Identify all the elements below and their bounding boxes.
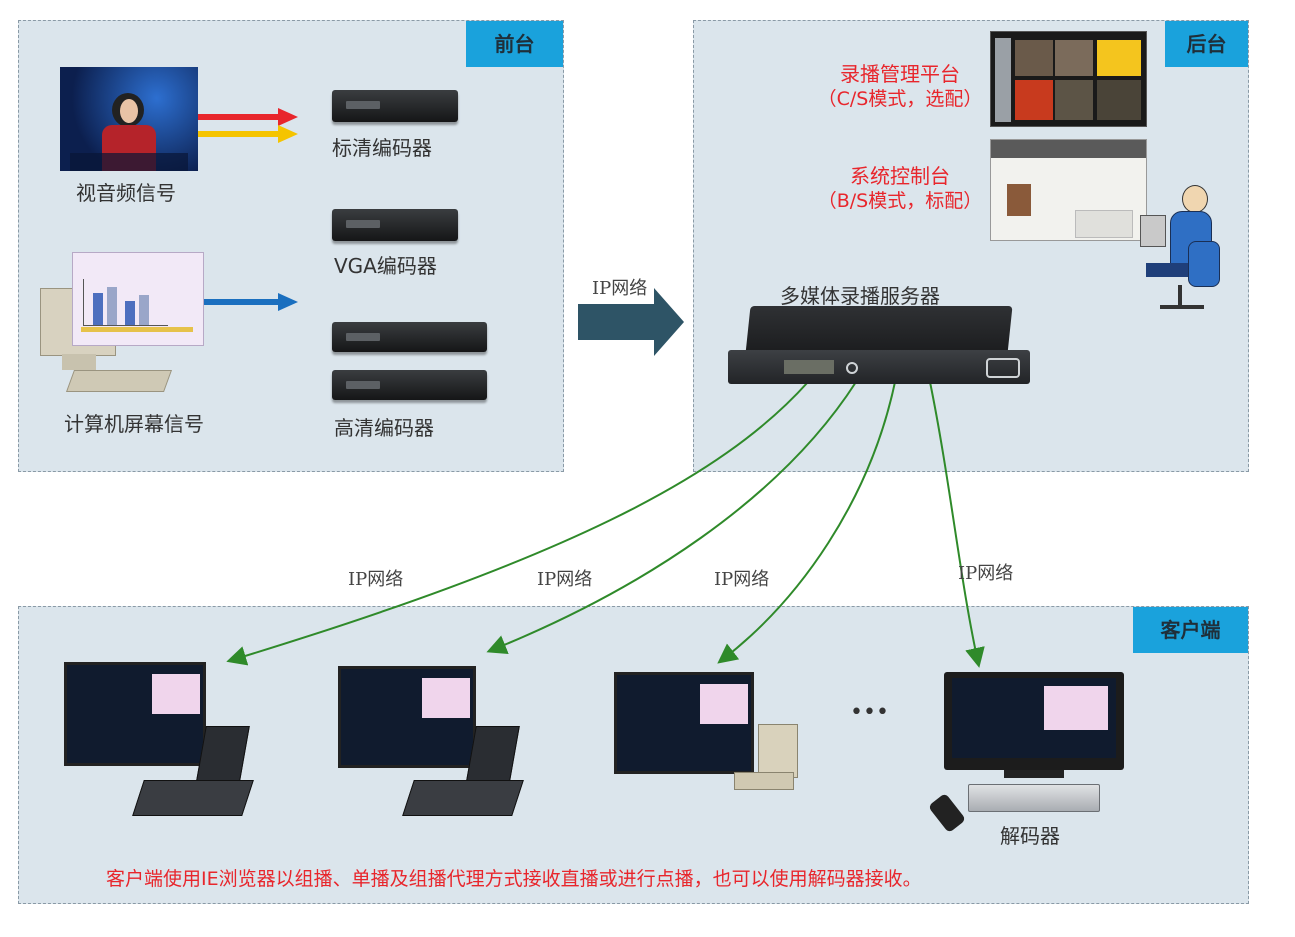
link-label-4: IP网络 bbox=[958, 563, 1014, 584]
client-laptop-1 bbox=[64, 662, 254, 816]
link-to-client-1 bbox=[226, 381, 809, 666]
rec-mgmt-title: 录播管理平台 bbox=[840, 62, 960, 86]
link-label-2: IP网络 bbox=[537, 569, 593, 590]
client-laptop-2 bbox=[338, 666, 524, 816]
sd-encoder-label: 标清编码器 bbox=[332, 136, 432, 160]
ip-network-label: IP网络 bbox=[592, 278, 648, 299]
yellow-signal-arrow bbox=[198, 125, 298, 143]
client-panel-tag: 客户端 bbox=[1133, 607, 1248, 653]
server-label: 多媒体录播服务器 bbox=[780, 284, 940, 308]
client-desktop bbox=[614, 672, 800, 796]
red-signal-arrow bbox=[198, 108, 298, 126]
link-label-1: IP网络 bbox=[348, 569, 404, 590]
link-to-client-3 bbox=[717, 381, 896, 664]
decoder-label: 解码器 bbox=[1000, 824, 1060, 848]
server-device bbox=[728, 306, 1030, 384]
hd-encoder-device-1 bbox=[332, 322, 487, 352]
back-panel-tag: 后台 bbox=[1165, 21, 1248, 67]
blue-signal-arrow bbox=[202, 293, 298, 311]
rec-mgmt-mode: （C/S模式，选配） bbox=[817, 88, 983, 110]
vga-encoder-device bbox=[332, 209, 458, 241]
link-to-client-2 bbox=[486, 381, 857, 655]
av-signal-label: 视音频信号 bbox=[76, 181, 176, 205]
ellipsis: ••• bbox=[850, 700, 889, 725]
front-panel-tag: 前台 bbox=[466, 21, 563, 67]
client-tv bbox=[944, 672, 1124, 778]
video-source-image bbox=[60, 67, 198, 171]
sd-encoder-device bbox=[332, 90, 458, 122]
client-note: 客户端使用IE浏览器以组播、单播及组播代理方式接收直播或进行点播，也可以使用解码… bbox=[106, 868, 922, 890]
link-label-3: IP网络 bbox=[714, 569, 770, 590]
vga-encoder-label: VGA编码器 bbox=[334, 254, 437, 278]
ip-network-big-arrow bbox=[578, 288, 684, 356]
hd-encoder-label: 高清编码器 bbox=[334, 416, 434, 440]
console-mode: （B/S模式，标配） bbox=[817, 190, 983, 212]
console-title: 系统控制台 bbox=[850, 164, 950, 188]
pc-screen-slide bbox=[72, 252, 204, 346]
pc-signal-label: 计算机屏幕信号 bbox=[64, 412, 204, 436]
rec-mgmt-screenshot bbox=[990, 31, 1147, 127]
link-to-decoder bbox=[929, 381, 985, 668]
console-screenshot bbox=[990, 139, 1147, 241]
hd-encoder-device-2 bbox=[332, 370, 487, 400]
decoder-device bbox=[968, 784, 1100, 812]
operator-figure bbox=[1140, 185, 1230, 315]
